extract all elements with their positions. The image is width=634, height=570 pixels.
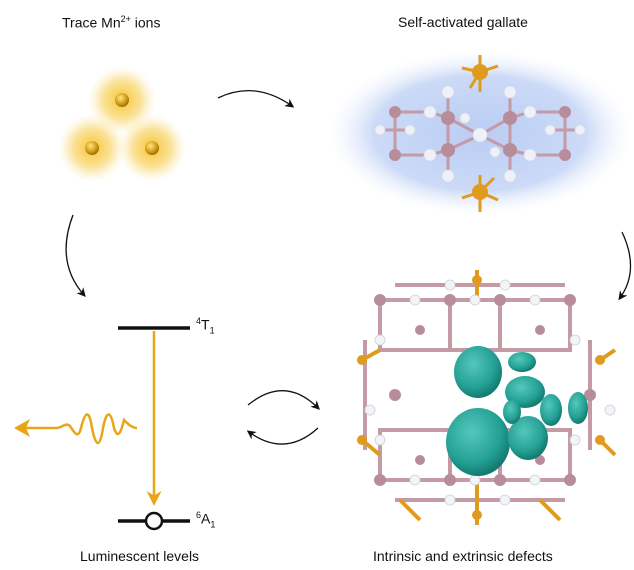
trace-mn-title: Trace Mn2+ ions (62, 14, 161, 31)
energy-level-diagram (14, 326, 190, 531)
defects-title: Intrinsic and extrinsic defects (373, 548, 553, 564)
gallate-title: Self-activated gallate (398, 14, 528, 30)
defect-charge-lobes (446, 346, 588, 476)
defect-cluster (357, 270, 617, 525)
curved-arrow-icon (65, 89, 632, 445)
level-4t1-label: 4T1 (196, 316, 215, 336)
luminescent-levels-title: Luminescent levels (80, 548, 200, 564)
emission-wave-icon (24, 413, 138, 445)
emission-arrowhead (14, 419, 30, 437)
level-6a1-label: 6A1 (196, 510, 216, 530)
ground-state-circle (144, 511, 164, 531)
gallate-structure (328, 51, 632, 215)
mn-ions-cluster (58, 66, 186, 182)
